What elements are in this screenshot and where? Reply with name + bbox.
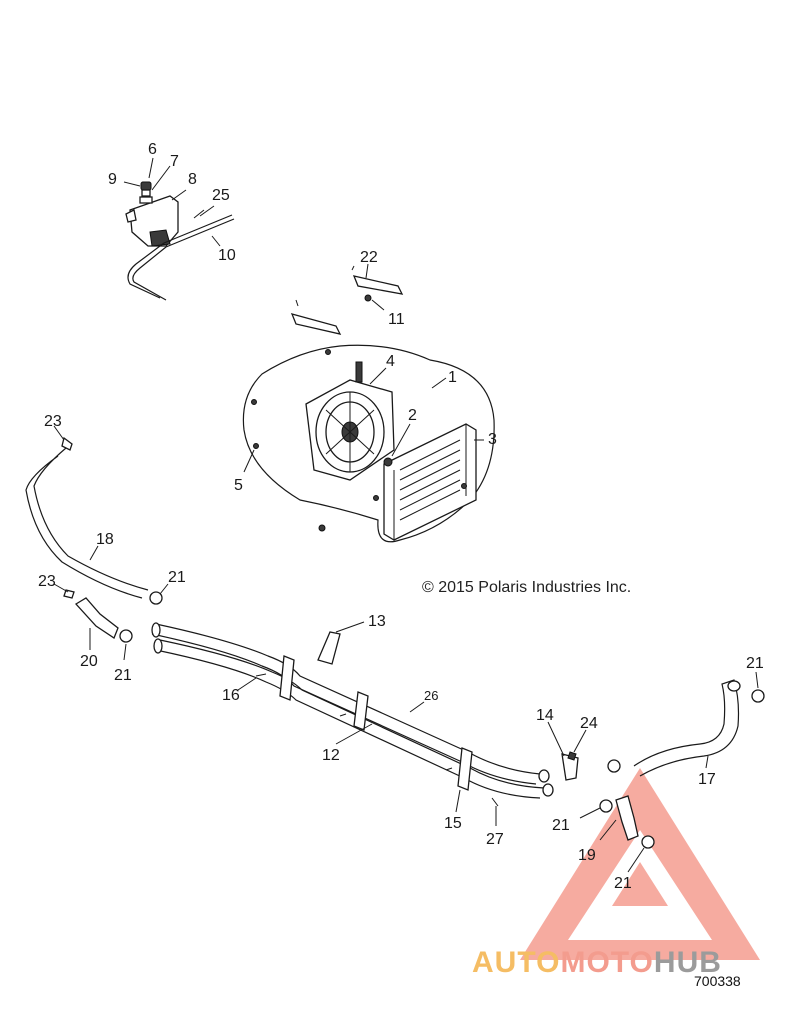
hose-clamp-21-17a	[751, 689, 765, 703]
svg-text:AUTOMOTOHUB: AUTOMOTOHUB	[472, 946, 722, 979]
callout-11: 11	[388, 311, 405, 328]
cooling-fan	[305, 361, 395, 481]
overflow-hose-lower	[127, 242, 167, 301]
watermark-moto: MOTO	[560, 946, 653, 979]
screw-16	[255, 673, 267, 677]
callout-20: 20	[80, 653, 98, 670]
hose-clamp-23-upper	[61, 436, 73, 451]
callout-27: 27	[486, 831, 504, 848]
callout-1: 1	[448, 369, 457, 386]
callout-7: 7	[170, 153, 179, 170]
fastener	[253, 443, 259, 449]
callout-13: 13	[368, 613, 386, 630]
tube-bracket-13	[317, 631, 341, 665]
hose-clamp-21-17b	[607, 759, 621, 773]
callout-21-c: 21	[746, 655, 764, 672]
mounting-bracket-lower	[290, 299, 342, 335]
fastener	[251, 399, 257, 405]
callout-25: 25	[212, 187, 230, 204]
leader-lines	[53, 157, 759, 873]
callout-26: 26	[424, 688, 438, 703]
callout-24: 24	[580, 715, 598, 732]
callout-21-d: 21	[552, 817, 570, 834]
main-coolant-tubes	[151, 622, 554, 799]
fastener	[325, 349, 331, 355]
watermark-hub: HUB	[654, 946, 722, 979]
coolant-hose-19	[615, 795, 639, 841]
callout-21-b: 21	[114, 667, 132, 684]
callout-22: 22	[360, 249, 378, 266]
callout-14: 14	[536, 707, 554, 724]
screw-27	[491, 797, 499, 807]
coolant-reservoir	[125, 181, 179, 247]
watermark-inner-triangle-icon	[612, 862, 668, 906]
callout-23-b: 23	[38, 573, 56, 590]
callout-9: 9	[108, 171, 117, 188]
callout-21-e: 21	[614, 875, 632, 892]
figure-number: 700338	[694, 973, 741, 989]
screw-12	[339, 713, 347, 717]
coolant-hose-20	[74, 597, 119, 639]
callout-23-a: 23	[44, 413, 62, 430]
callout-labels: 1 2 3 4 5 6 7 8 9 10 11 12 13 14 15 16 1…	[38, 141, 764, 892]
clip-24	[567, 751, 577, 761]
callout-10: 10	[218, 247, 236, 264]
callout-21-a: 21	[168, 569, 186, 586]
watermark-auto: AUTO	[472, 946, 560, 979]
hose-clamp-21-18	[149, 591, 163, 605]
clip-25	[193, 209, 205, 219]
callout-3: 3	[488, 431, 497, 448]
screw-15	[445, 767, 453, 771]
callout-15: 15	[444, 815, 462, 832]
fastener	[373, 495, 379, 501]
mounting-bracket-upper	[351, 265, 404, 302]
callout-16: 16	[222, 687, 240, 704]
radiator	[383, 423, 477, 541]
hose-clamp-21-20	[119, 629, 133, 643]
coolant-hose-17	[633, 679, 740, 777]
fastener	[318, 524, 326, 532]
watermark-logo: AUTOMOTOHUB	[472, 768, 760, 979]
overflow-hose	[163, 214, 235, 248]
callout-19: 19	[578, 847, 596, 864]
callout-5: 5	[234, 477, 243, 494]
callout-17: 17	[698, 771, 716, 788]
watermark-triangle-icon	[520, 768, 760, 960]
radiator-assembly-outline	[242, 344, 495, 543]
callout-4: 4	[386, 353, 395, 370]
fastener	[461, 483, 467, 489]
callout-2: 2	[408, 407, 417, 424]
hose-end-17	[727, 680, 741, 692]
hose-clamp-21-19a	[599, 799, 613, 813]
callout-8: 8	[188, 171, 197, 188]
copyright-notice: © 2015 Polaris Industries Inc.	[422, 579, 631, 596]
callout-12: 12	[322, 747, 340, 764]
coolant-hose-18	[25, 447, 149, 599]
hose-clamp-23-lower	[63, 589, 75, 599]
callout-18: 18	[96, 531, 114, 548]
hose-clamp-21-19b	[641, 835, 655, 849]
callout-6: 6	[148, 141, 157, 158]
fastener	[383, 457, 393, 467]
